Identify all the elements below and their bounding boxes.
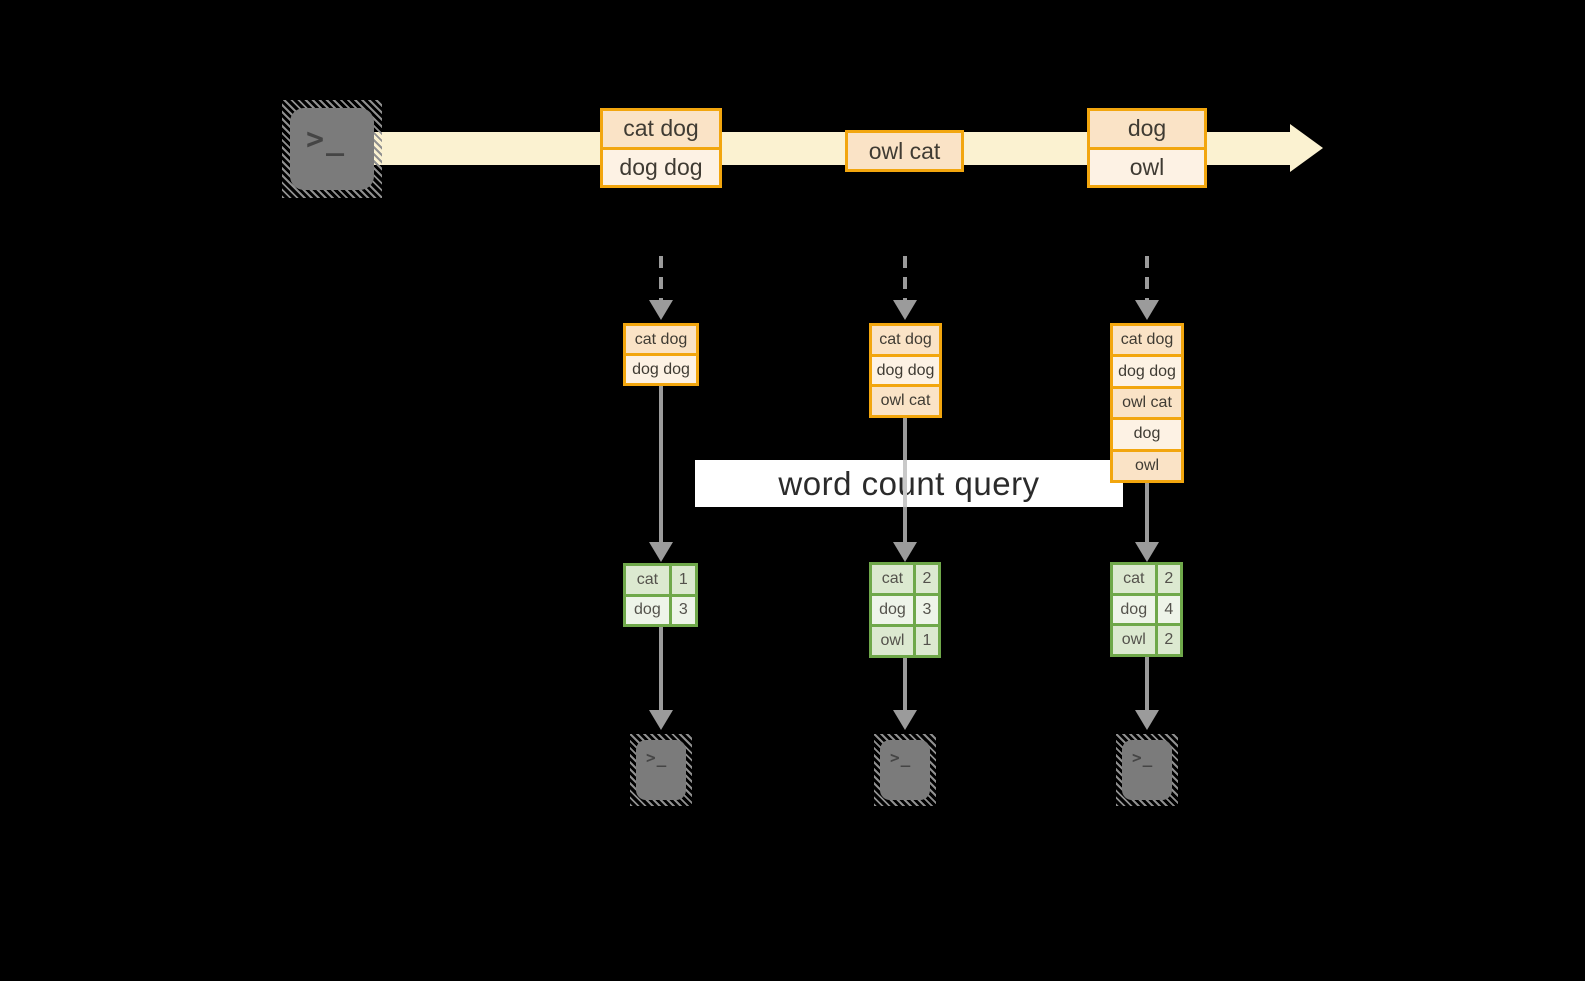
terminal-prompt: >_ xyxy=(1132,748,1154,767)
solid-connector xyxy=(1145,483,1149,542)
dashed-connector xyxy=(903,256,907,300)
terminal-prompt: >_ xyxy=(646,748,668,767)
message-cell: cat dog xyxy=(626,326,696,353)
table-cell-word: cat xyxy=(872,565,913,593)
table-cell-count: 2 xyxy=(1154,626,1180,655)
table-cell-count: 2 xyxy=(1154,565,1180,593)
output-terminal-icon: >_ xyxy=(874,734,936,806)
table-cell-word: dog xyxy=(872,596,913,624)
table-cell-count: 1 xyxy=(668,566,695,594)
dashed-connector xyxy=(1145,256,1149,300)
message-cell: owl xyxy=(1090,146,1204,185)
message-cell: owl cat xyxy=(848,133,961,169)
terminal-prompt: >_ xyxy=(306,122,347,157)
message-cell: dog dog xyxy=(626,353,696,383)
message-cell: owl cat xyxy=(872,384,939,416)
arrow-head-icon xyxy=(649,710,673,730)
terminal-screen: >_ xyxy=(880,740,930,800)
message-cell: dog dog xyxy=(1113,354,1181,386)
arrow-head-icon xyxy=(893,710,917,730)
solid-connector xyxy=(1145,657,1149,710)
stream-arrow-head-icon xyxy=(1290,124,1323,172)
query-banner-label: word count query xyxy=(778,464,1040,502)
arrow-head-icon xyxy=(1135,300,1159,320)
table-cell-word: owl xyxy=(1113,626,1155,655)
arrow-head-icon xyxy=(649,300,673,320)
solid-connector xyxy=(659,627,663,710)
terminal-screen: >_ xyxy=(636,740,686,800)
query-banner: word count query xyxy=(695,460,1123,507)
table-cell-count: 2 xyxy=(912,565,938,593)
connector-over-banner xyxy=(903,460,907,507)
output-terminal-icon: >_ xyxy=(630,734,692,806)
table-cell-word: dog xyxy=(1113,595,1155,624)
solid-connector xyxy=(659,386,663,542)
message-cell: owl cat xyxy=(1113,385,1181,418)
table-cell-count: 3 xyxy=(668,596,695,624)
timeline-message-box: owl cat xyxy=(845,130,964,172)
terminal-screen: >_ xyxy=(290,108,374,190)
dashed-connector xyxy=(659,256,663,300)
terminal-prompt: >_ xyxy=(890,748,912,767)
arrow-head-icon xyxy=(649,542,673,562)
message-cell: owl xyxy=(1113,448,1181,481)
output-terminal-icon: >_ xyxy=(1116,734,1178,806)
solid-connector xyxy=(903,658,907,710)
table-cell-word: cat xyxy=(1113,565,1155,593)
message-cell: dog xyxy=(1090,111,1204,147)
arrow-head-icon xyxy=(893,542,917,562)
table-cell-count: 3 xyxy=(912,596,938,624)
message-cell: dog dog xyxy=(603,146,719,185)
arrow-head-icon xyxy=(1135,710,1159,730)
message-cell: dog xyxy=(1113,417,1181,449)
arrow-head-icon xyxy=(893,300,917,320)
message-cell: cat dog xyxy=(603,111,719,147)
source-terminal-icon: >_ xyxy=(282,100,382,198)
table-cell-word: cat xyxy=(626,566,669,594)
message-cell: cat dog xyxy=(872,326,939,354)
terminal-screen: >_ xyxy=(1122,740,1172,800)
message-cell: dog dog xyxy=(872,353,939,385)
arrow-head-icon xyxy=(1135,542,1159,562)
table-cell-word: dog xyxy=(626,596,669,624)
table-cell-count: 1 xyxy=(912,627,938,655)
message-cell: cat dog xyxy=(1113,326,1181,355)
table-cell-count: 4 xyxy=(1154,595,1180,624)
table-cell-word: owl xyxy=(872,627,913,655)
